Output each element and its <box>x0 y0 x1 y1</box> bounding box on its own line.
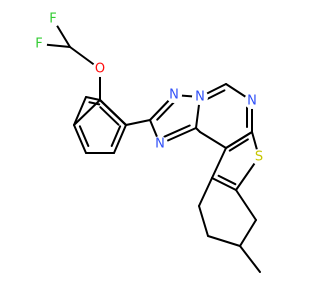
atom-n-triazole-bottom: N <box>152 136 168 152</box>
bond-line-17 <box>125 119 151 126</box>
bond-line-15 <box>85 96 101 101</box>
bond-line-5 <box>113 124 127 154</box>
bond-line-35 <box>211 177 237 191</box>
atom-f2: F <box>45 11 61 27</box>
bond-line-37 <box>211 147 227 179</box>
atom-label-n-pyrimidine: N <box>247 94 257 109</box>
atom-label-n-bridge: N <box>195 90 205 105</box>
atom-n-pyrimidine: N <box>244 93 260 109</box>
atom-n-bridge: N <box>192 89 208 105</box>
bond-line-26 <box>205 89 226 101</box>
bond-line-38 <box>225 131 253 149</box>
bond-line-12 <box>99 99 127 126</box>
bond-line-41 <box>198 205 209 237</box>
bond-line-13 <box>99 106 120 126</box>
atom-label-n-triazole-top: N <box>169 88 179 103</box>
bond-line-14 <box>73 96 87 126</box>
bond-line-44 <box>235 189 257 221</box>
atom-label-n-triazole-bottom: N <box>155 137 165 152</box>
atom-sulfur: S <box>251 149 267 165</box>
bond-line-36 <box>217 174 237 186</box>
atom-n-triazole-top: N <box>166 87 182 103</box>
bond-line-32 <box>195 127 201 133</box>
bond-line-42 <box>207 235 241 247</box>
bond-layer <box>38 18 261 273</box>
atom-oxygen: O <box>92 61 108 77</box>
bond-line-19 <box>156 101 176 121</box>
atom-label-layer: F F O N N N N S <box>31 11 267 165</box>
atom-label-f1: F <box>35 37 42 52</box>
atom-label-oxygen: O <box>95 62 105 77</box>
bond-line-23 <box>163 124 191 138</box>
bond-line-9 <box>78 125 90 147</box>
atom-label-f2: F <box>49 12 56 27</box>
bond-line-8 <box>73 124 87 154</box>
bond-line-6 <box>110 125 122 147</box>
bond-line-40 <box>198 177 213 207</box>
atom-label-sulfur: S <box>255 150 263 165</box>
bond-line-45 <box>239 245 261 273</box>
bond-line-43 <box>239 219 257 247</box>
atom-f1: F <box>31 36 47 52</box>
bond-line-16 <box>88 101 101 106</box>
bond-line-39 <box>228 138 249 152</box>
molecule-structure-diagram: F F O N N N N S <box>31 11 267 273</box>
bond-line-31 <box>199 131 227 149</box>
